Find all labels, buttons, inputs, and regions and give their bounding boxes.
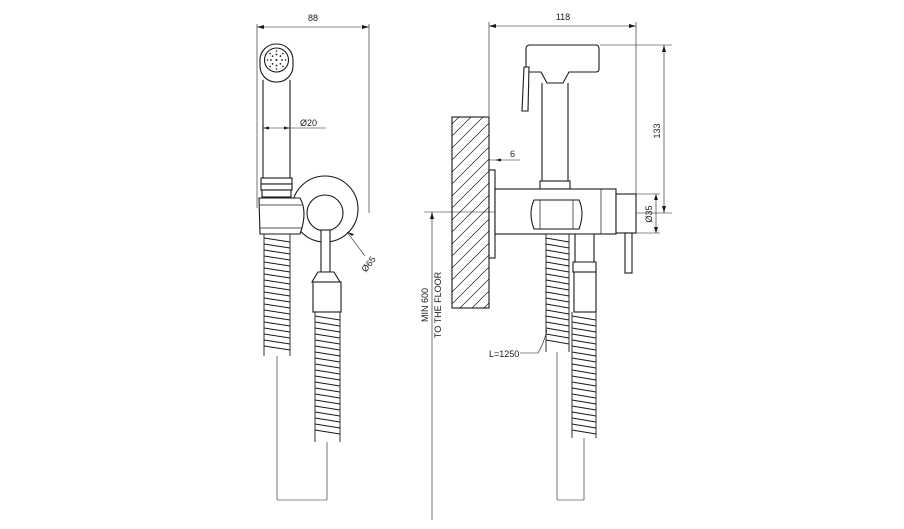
- side-handshower: [521, 44, 600, 190]
- front-view: 88 Ø20: [256, 13, 378, 501]
- wall-offset-label: 6: [510, 149, 515, 159]
- front-hose-right: [277, 312, 341, 501]
- front-handshower: Ø20: [259, 43, 326, 198]
- side-valve-body: [494, 188, 637, 274]
- side-hose-elbow: [572, 233, 597, 313]
- front-handshower-diameter-label: Ø20: [300, 118, 317, 128]
- side-view: 118 6: [420, 12, 672, 520]
- side-height-label: 133: [652, 123, 662, 138]
- front-hose-left: [263, 234, 291, 500]
- wall-section: [451, 116, 490, 309]
- floor-height-dimension: MIN 600 TO THE FLOOR: [420, 211, 495, 520]
- front-width-label: 88: [308, 13, 318, 23]
- front-width-dimension: 88: [256, 13, 370, 213]
- front-bracket: Ø65: [258, 175, 378, 274]
- front-bracket-diameter-label: Ø65: [359, 254, 377, 274]
- front-hose-connector: [311, 271, 342, 313]
- spray-nozzles-icon: [266, 50, 287, 70]
- side-hose-handshower: [545, 234, 570, 500]
- hose-length-callout: L=1250: [489, 329, 548, 359]
- side-hose-supply: [557, 312, 597, 501]
- side-height-dimension: 133: [600, 44, 672, 214]
- side-width-label: 118: [556, 12, 570, 22]
- side-body-diameter-label: Ø35: [644, 205, 654, 222]
- side-body-diameter-dimension: Ø35: [636, 193, 660, 234]
- floor-note-line1: MIN 600: [420, 288, 430, 322]
- wall-flange: [488, 169, 496, 259]
- side-width-dimension: 118: [488, 12, 637, 194]
- floor-note-line2: TO THE FLOOR: [433, 271, 443, 338]
- wall-offset-dimension: 6: [489, 149, 520, 162]
- hose-length-label: L=1250: [489, 349, 519, 359]
